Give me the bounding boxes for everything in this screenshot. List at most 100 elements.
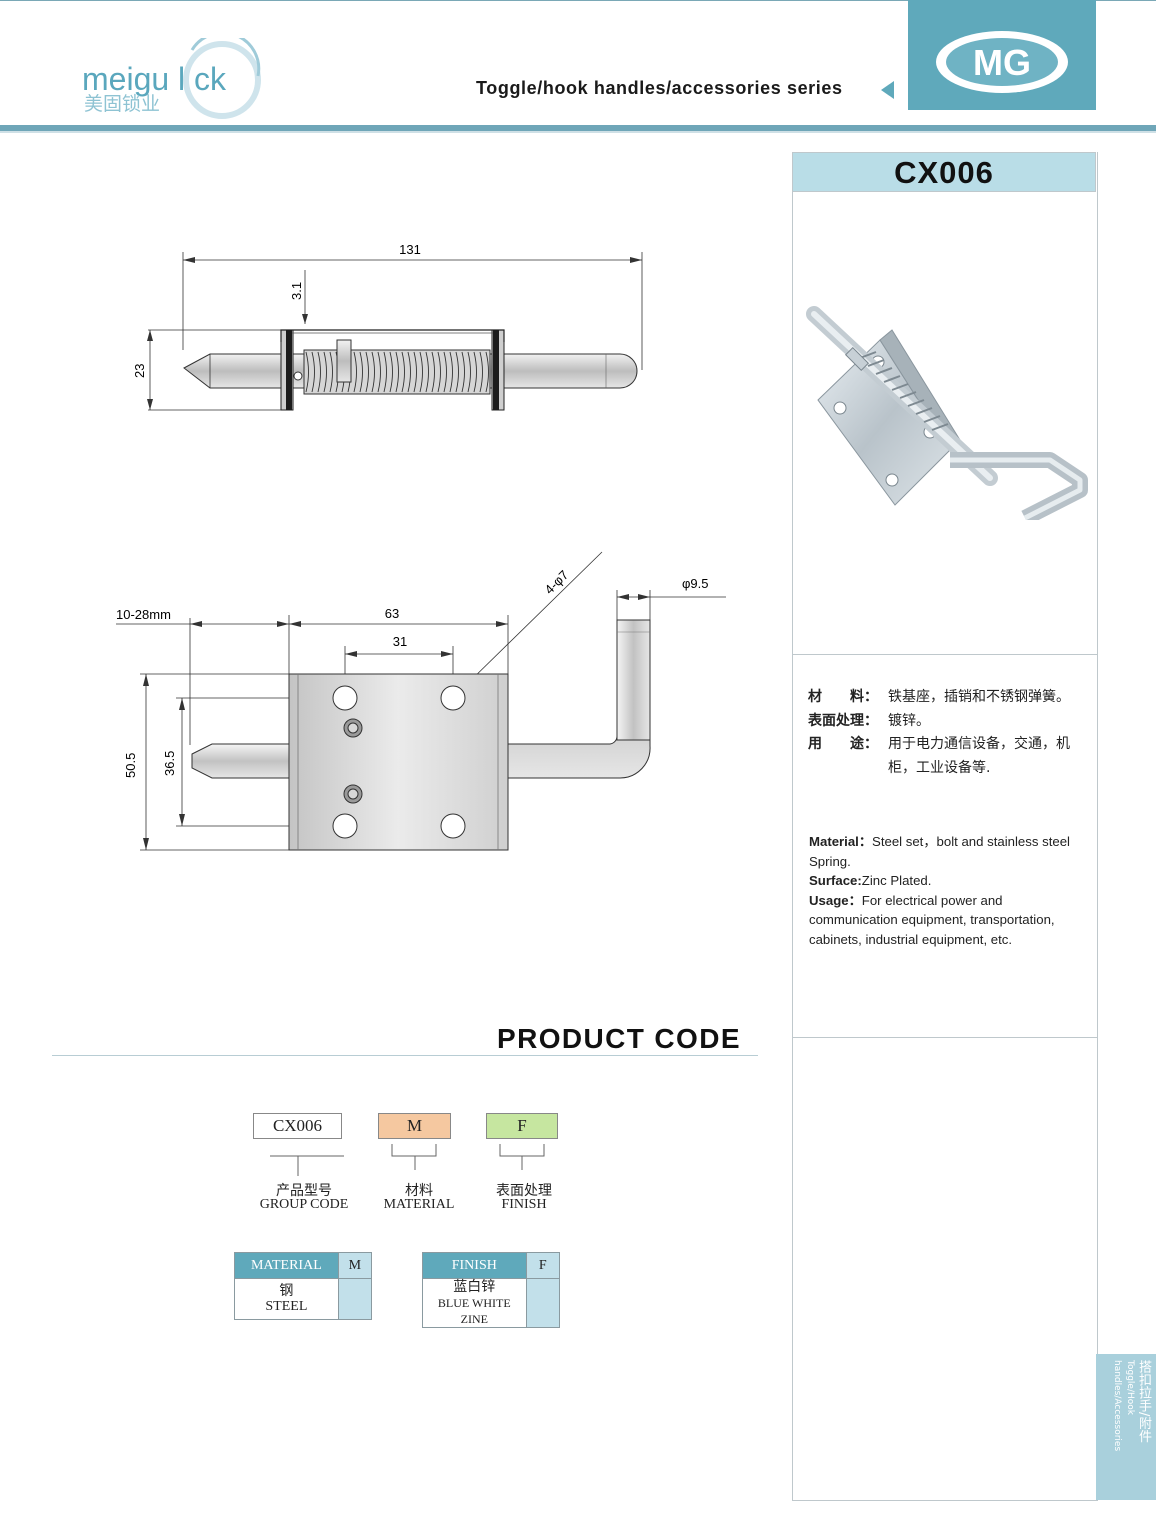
dim-hole-spacing: 31 bbox=[393, 634, 407, 649]
brand-cn-text: 美固锁业 bbox=[84, 93, 160, 115]
material-table-value-en: STEEL bbox=[265, 1299, 308, 1314]
spec-cn-surface-value: 镀锌。 bbox=[888, 712, 930, 729]
spring-coil bbox=[461, 351, 465, 393]
code-box-finish: F bbox=[486, 1113, 558, 1139]
side-category-tab: 搭扣拉手/附件 Toggle/Hook handles/Accessories bbox=[1096, 1354, 1156, 1500]
spring-coil bbox=[353, 351, 357, 393]
legend-finish-en: FINISH bbox=[501, 1197, 547, 1212]
dim-hole-vertical: 36.5 bbox=[162, 751, 177, 776]
code-box-group: CX006 bbox=[253, 1113, 342, 1139]
side-tab-en: Toggle/Hook handles/Accessories bbox=[1112, 1360, 1135, 1452]
spec-chinese: 材 料： 铁基座，插销和不锈钢弹簧。 表面处理： 镀锌。 用 途： 用于电力通信… bbox=[808, 686, 1088, 780]
spring-coil bbox=[431, 351, 435, 393]
finish-table: FINISH F 蓝白锌 BLUE WHITE ZINE bbox=[422, 1252, 561, 1328]
material-table: MATERIAL M 钢 STEEL bbox=[234, 1252, 373, 1320]
spec-en-surface-value: Zinc Plated. bbox=[861, 873, 932, 889]
front-view-drawing: 10-28mm 63 31 4-φ7 φ9.5 50.5 36.5 bbox=[116, 551, 726, 851]
mg-logo-panel: MG bbox=[908, 0, 1096, 110]
material-table-value: 钢 STEEL bbox=[234, 1278, 339, 1320]
series-title: Toggle/hook handles/accessories series bbox=[476, 78, 843, 98]
finish-table-value-cn: 蓝白锌 bbox=[453, 1279, 496, 1295]
dim-length: 131 bbox=[399, 242, 421, 257]
header-divider bbox=[0, 125, 1156, 131]
spec-english: Material：Steel set，bolt and stainless st… bbox=[809, 832, 1093, 950]
product-photo bbox=[800, 300, 1090, 526]
legend-group-cn: 产品型号 bbox=[276, 1183, 332, 1199]
legend-material: 材料 MATERIAL bbox=[365, 1180, 473, 1213]
material-table-code-cell bbox=[337, 1278, 373, 1320]
header-divider-light bbox=[0, 131, 1156, 133]
finish-table-value-en: BLUE WHITE ZINE bbox=[437, 1296, 511, 1326]
finish-table-header: FINISH bbox=[422, 1252, 527, 1279]
spring-coil bbox=[401, 351, 405, 393]
spring-coil bbox=[407, 351, 411, 393]
spec-cn-surface-label: 表面处理： bbox=[808, 712, 878, 729]
spec-en-usage-value: For electrical power and communication e… bbox=[809, 892, 1055, 947]
finish-table-code-cell bbox=[525, 1278, 561, 1328]
product-code-rule bbox=[52, 1055, 758, 1056]
spec-cn-usage: 用 途： 用于电力通信设备，交通，机柜，工业设备等. bbox=[808, 733, 1088, 780]
brand-logo: meigu l ck 美固锁业 bbox=[82, 31, 302, 125]
spring-coil bbox=[443, 351, 447, 393]
spec-divider-1 bbox=[792, 654, 1097, 655]
code-box-material: M bbox=[378, 1113, 451, 1139]
legend-group: 产品型号 GROUP CODE bbox=[244, 1180, 364, 1213]
dim-plate-height: 50.5 bbox=[123, 753, 138, 778]
material-table-header: MATERIAL bbox=[234, 1252, 339, 1279]
spring-coil bbox=[425, 351, 429, 393]
dim-plate-width: 63 bbox=[385, 606, 399, 621]
spring-coil bbox=[377, 351, 381, 393]
material-table-code: M bbox=[337, 1252, 373, 1279]
spec-divider-2 bbox=[792, 1037, 1097, 1038]
spring-coil bbox=[329, 351, 333, 393]
spec-en-material-label: Material： bbox=[809, 834, 873, 849]
spec-cn-material-label: 材 料： bbox=[808, 689, 878, 705]
spec-cn-usage-value: 用于电力通信设备，交通，机柜，工业设备等. bbox=[888, 736, 1070, 776]
spring-coil bbox=[359, 351, 363, 393]
spring-coil bbox=[365, 351, 369, 393]
legend-finish-cn: 表面处理 bbox=[496, 1183, 552, 1199]
spec-en-surface-label: Surface: bbox=[809, 873, 862, 889]
spec-cn-material: 材 料： 铁基座，插销和不锈钢弹簧。 bbox=[808, 686, 1088, 710]
spring-coil bbox=[383, 351, 387, 393]
spring-coil bbox=[371, 351, 375, 393]
finish-table-code: F bbox=[525, 1252, 561, 1279]
dim-thickness: 3.1 bbox=[289, 282, 304, 300]
material-table-value-cn: 钢 bbox=[279, 1283, 294, 1299]
legend-material-cn: 材料 bbox=[405, 1183, 433, 1199]
spring-coil bbox=[473, 351, 477, 393]
spring-coil bbox=[395, 351, 399, 393]
dim-travel: 10-28mm bbox=[116, 607, 171, 622]
mg-logo-text: MG bbox=[973, 42, 1031, 83]
finish-table-value: 蓝白锌 BLUE WHITE ZINE bbox=[422, 1278, 527, 1328]
dim-holes: 4-φ7 bbox=[542, 567, 572, 597]
legend-material-en: MATERIAL bbox=[383, 1197, 455, 1212]
legend-finish: 表面处理 FINISH bbox=[474, 1180, 574, 1213]
dim-pin-diameter: φ9.5 bbox=[682, 576, 709, 591]
spring-coil bbox=[455, 351, 459, 393]
spring-coil bbox=[317, 351, 321, 393]
spring-coil bbox=[467, 351, 471, 393]
spec-cn-usage-label: 用 途： bbox=[808, 736, 878, 752]
spec-en-material-value: Steel set，bolt and stainless steel Sprin… bbox=[809, 834, 1070, 869]
spring-coil bbox=[419, 351, 423, 393]
spring-coil bbox=[389, 351, 393, 393]
spring-coil bbox=[485, 351, 489, 393]
brand-text: meigu l ck bbox=[82, 61, 227, 97]
top-border bbox=[0, 0, 1156, 1]
spring-coil bbox=[437, 351, 441, 393]
triangle-left-icon bbox=[880, 80, 896, 105]
spring-coil bbox=[479, 351, 483, 393]
spring-coil bbox=[413, 351, 417, 393]
spring-coil bbox=[323, 351, 327, 393]
spring-coil bbox=[449, 351, 453, 393]
spec-cn-surface: 表面处理： 镀锌。 bbox=[808, 710, 1088, 734]
spec-panel bbox=[792, 152, 1098, 1501]
dim-height: 23 bbox=[132, 364, 147, 378]
spec-en-usage-label: Usage： bbox=[809, 892, 862, 908]
product-code-header: CX006 bbox=[792, 152, 1096, 192]
product-code-title: PRODUCT CODE bbox=[497, 1023, 741, 1054]
spring-coil bbox=[311, 351, 315, 393]
side-view-drawing: 131 3.1 23 bbox=[132, 242, 643, 411]
code-connectors bbox=[270, 1144, 545, 1176]
